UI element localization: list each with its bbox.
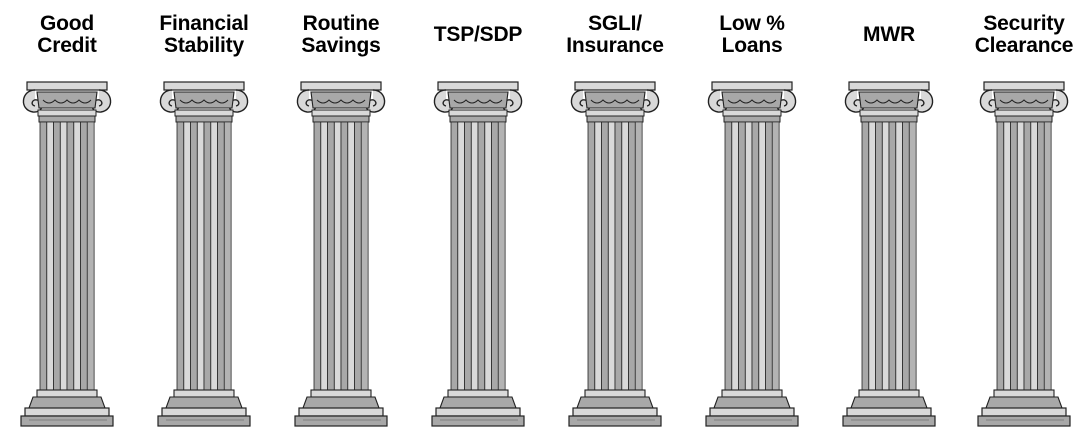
pillar-label-line: Routine	[302, 12, 380, 35]
pillar: MWR	[829, 0, 949, 427]
pillar-label-line: Credit	[37, 34, 97, 57]
column-icon	[829, 78, 949, 427]
pillar-label-line: Financial	[159, 12, 249, 35]
pillar-label-line: TSP/SDP	[433, 23, 523, 46]
pillar-label-line: Savings	[301, 34, 381, 57]
pillar-label-line: Loans	[721, 34, 783, 57]
column-icon	[692, 78, 812, 427]
pillar: TSP/SDP	[418, 0, 538, 427]
column-icon	[7, 78, 127, 427]
pillar-label: MWR	[829, 6, 949, 64]
pillar-label-line: Clearance	[974, 34, 1074, 57]
pillar: Low %Loans	[692, 0, 812, 427]
pillar-label-line: Stability	[164, 34, 244, 57]
column-icon	[281, 78, 401, 427]
column-icon	[555, 78, 675, 427]
pillar: SGLI/Insurance	[555, 0, 675, 427]
pillar-label-line: MWR	[863, 23, 915, 46]
pillar-label-line: Insurance	[566, 34, 664, 57]
column-icon	[964, 78, 1082, 427]
pillar-label-line: Security	[983, 12, 1065, 35]
pillar-label: TSP/SDP	[418, 6, 538, 64]
pillar-label: Low %Loans	[692, 6, 812, 64]
pillar-label-line: Good	[39, 12, 95, 35]
column-icon	[418, 78, 538, 427]
pillar-label-line: Low %	[719, 12, 785, 35]
column-icon	[144, 78, 264, 427]
pillar-label: SGLI/Insurance	[555, 6, 675, 64]
pillar-label-line: SGLI/	[588, 12, 642, 35]
